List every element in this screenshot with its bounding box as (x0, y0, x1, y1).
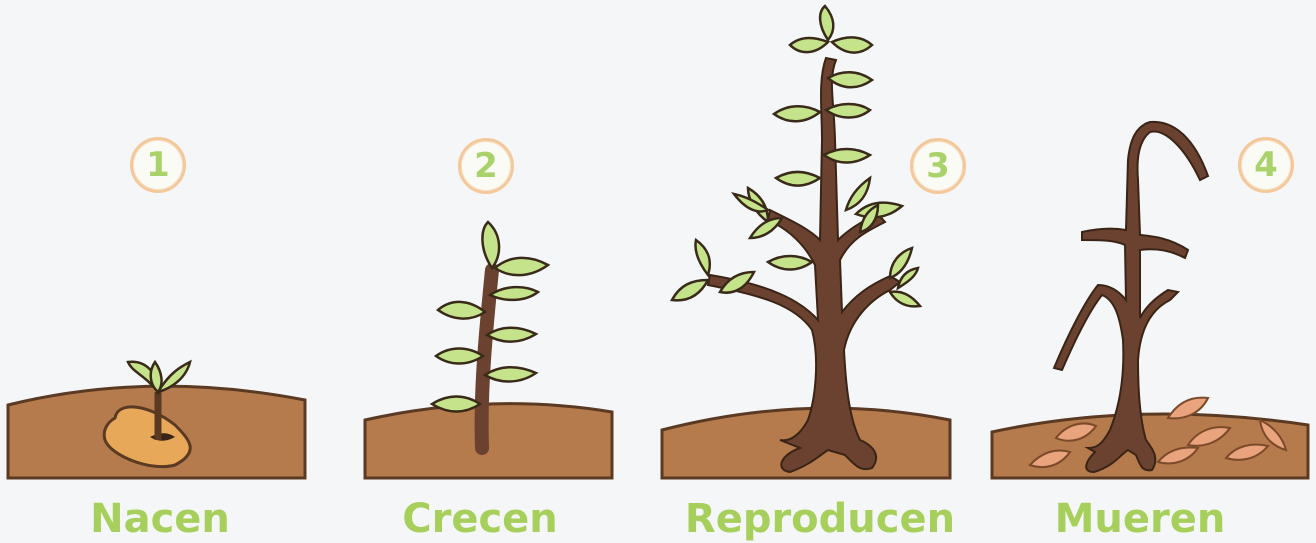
stage-number-badge: 3 (910, 138, 966, 194)
tree-leaves (672, 6, 920, 306)
stage-number-badge: 1 (130, 137, 186, 193)
young-plant-illustration (330, 0, 630, 500)
stage-2: 2 Crecen (330, 0, 630, 543)
leafy-tree-illustration (650, 0, 990, 500)
stage-number-badge: 2 (458, 138, 514, 194)
stage-label: Nacen (60, 496, 260, 543)
stage-4: 4 Mueren (990, 0, 1316, 543)
stage-1: 1 Nacen (0, 0, 320, 543)
stage-3: 3 Reproducen (650, 0, 990, 543)
stage-label: Crecen (380, 496, 580, 543)
dead-tree-illustration (990, 0, 1316, 500)
stage-label: Reproducen (670, 496, 970, 543)
seed-sprout-illustration (0, 0, 320, 500)
stage-number-badge: 4 (1238, 137, 1294, 193)
stage-label: Mueren (1030, 496, 1250, 543)
